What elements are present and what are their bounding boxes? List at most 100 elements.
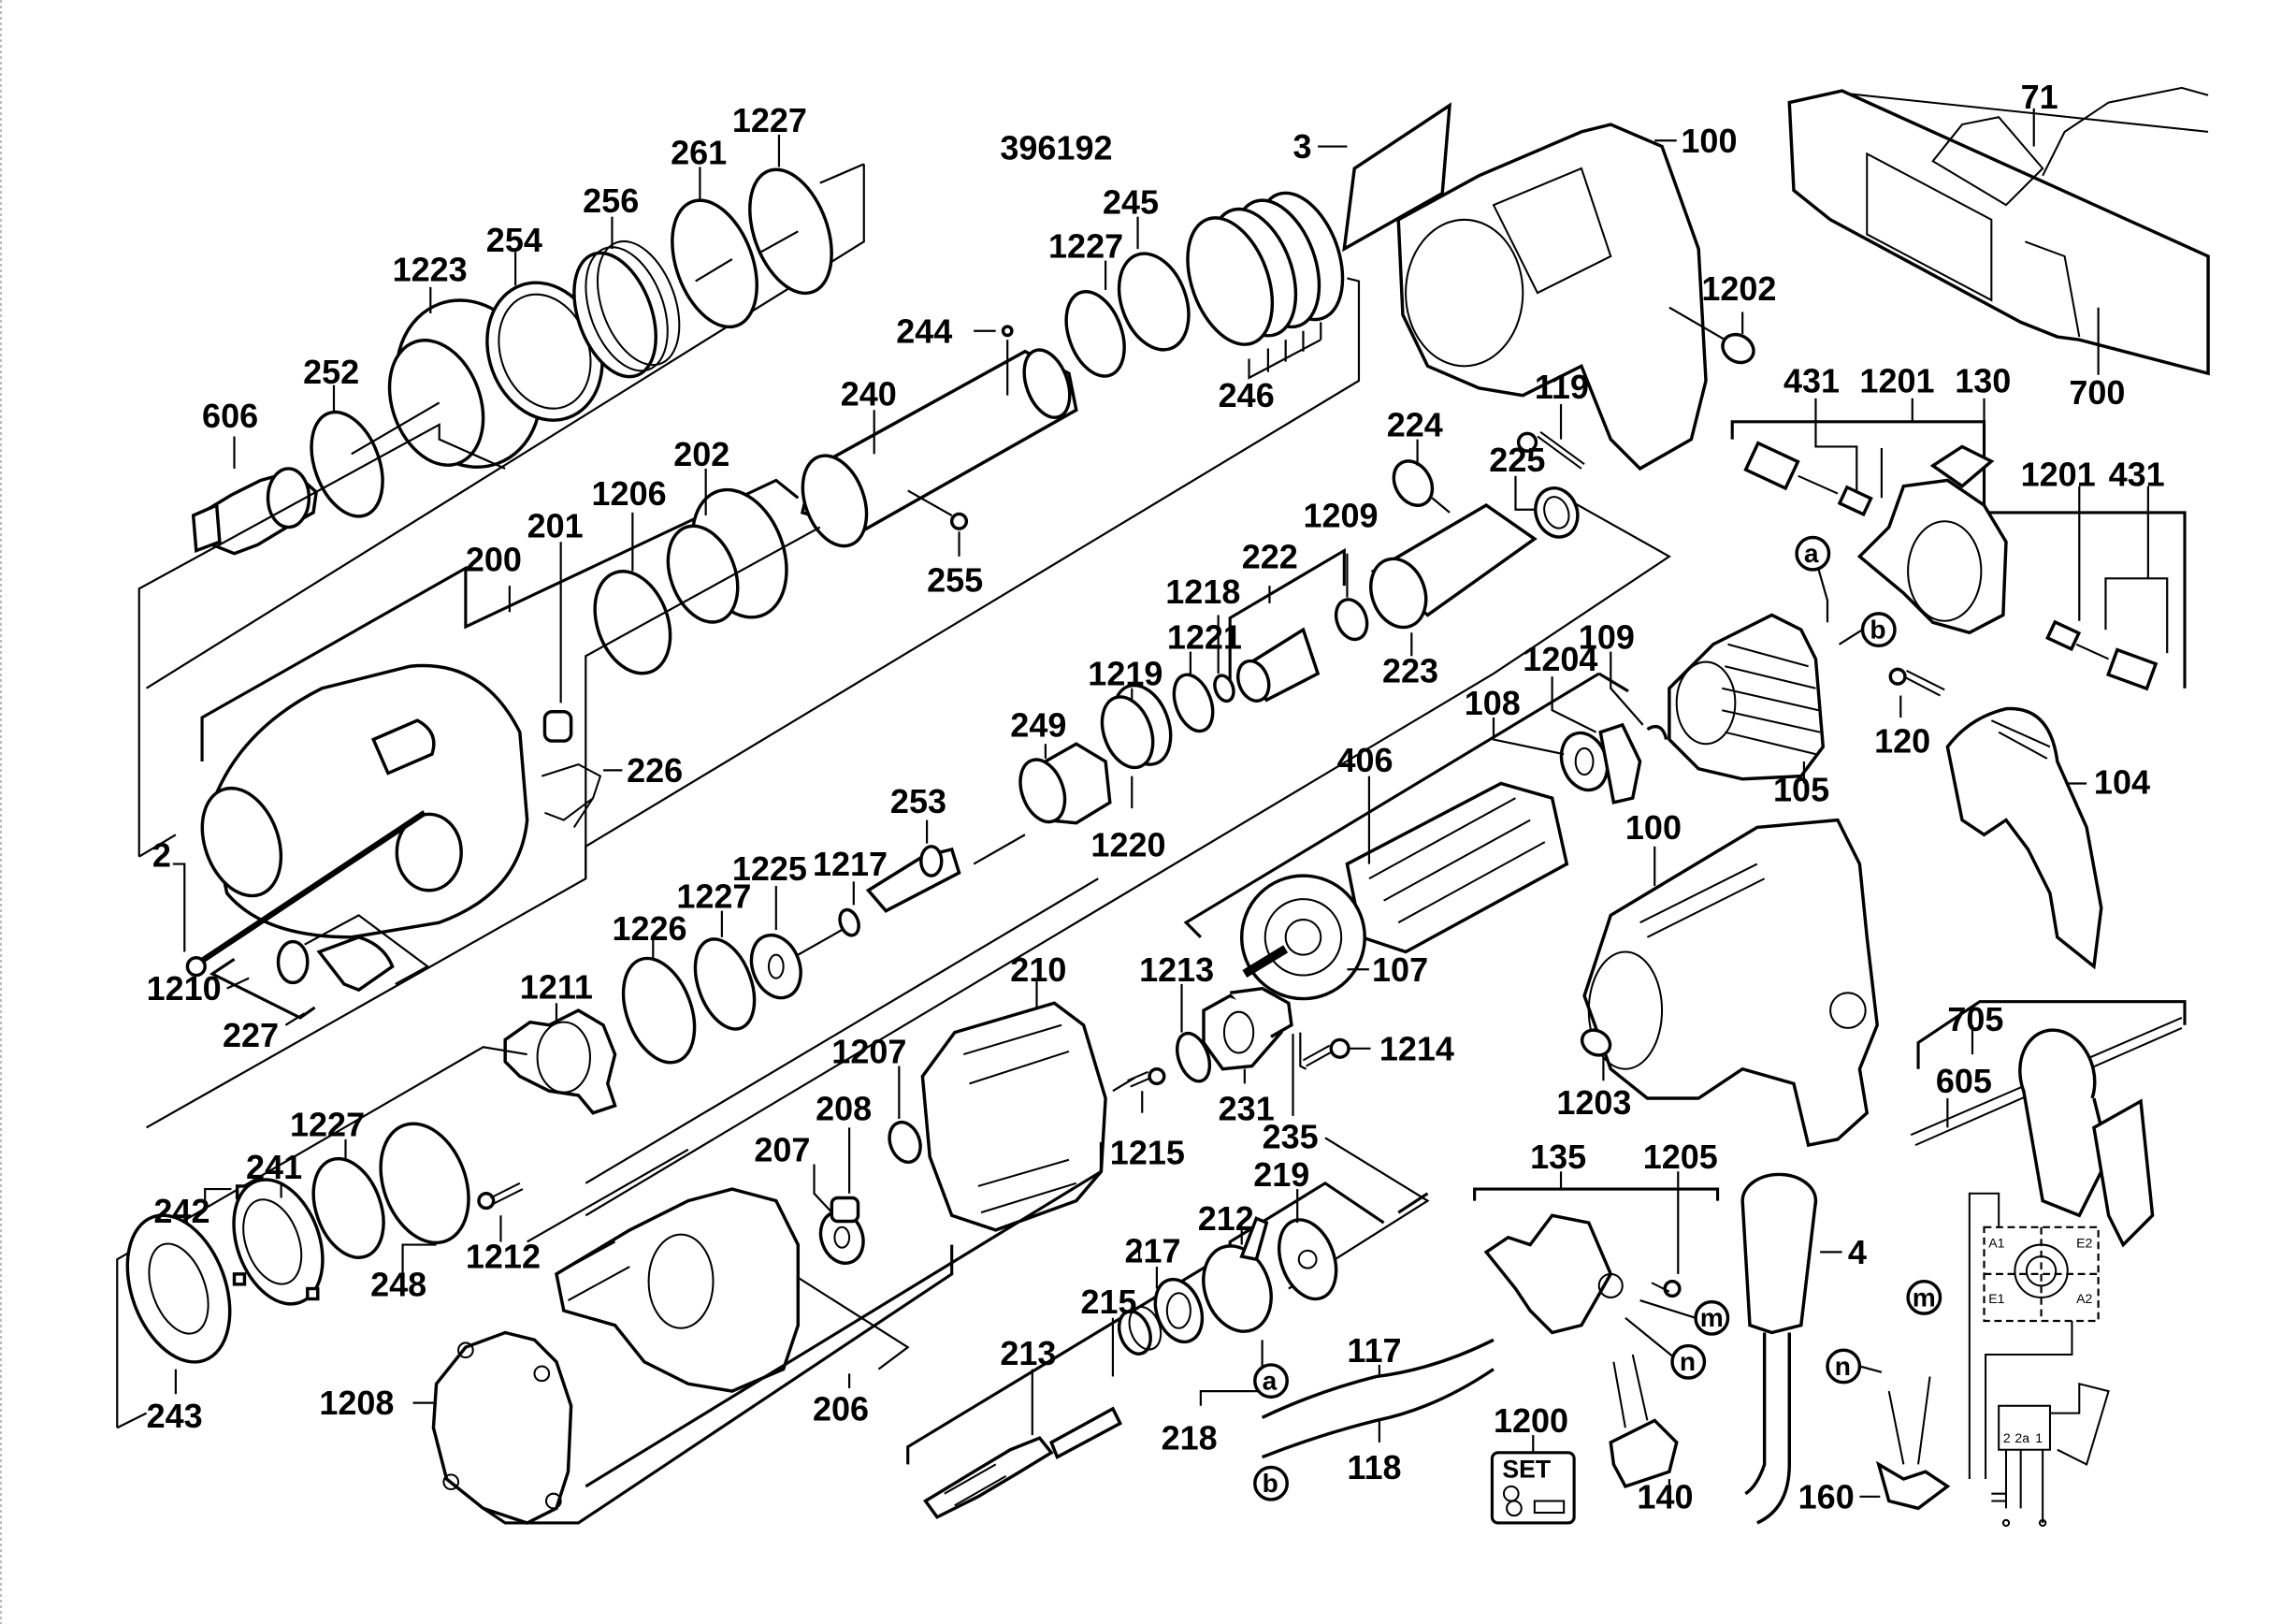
part-117-cable[interactable] (1261, 1338, 1495, 1419)
part-1208-gasket[interactable] (412, 1330, 573, 1525)
part-244-ball[interactable] (974, 325, 1014, 396)
part-1204-bearing-cap[interactable] (1551, 676, 1642, 805)
part-1209-oring[interactable] (1331, 553, 1372, 644)
part-109-circlip[interactable] (1610, 651, 1668, 740)
part-1213-oring[interactable] (1171, 983, 1216, 1086)
part-1215-screw[interactable] (1127, 1067, 1166, 1113)
part-1227-circlip-lower[interactable] (684, 910, 765, 1037)
part-208-needle-bearing[interactable] (830, 1127, 860, 1224)
part-104-handle-cover[interactable] (1945, 706, 2103, 970)
label-1227-top: 1227 (732, 101, 807, 139)
part-1227-circlip-bottom[interactable] (301, 1138, 397, 1268)
part-224-wrist-pin[interactable] (1386, 439, 1451, 514)
part-1225-washer[interactable] (743, 886, 843, 1005)
part-1226-seal[interactable] (610, 939, 707, 1072)
part-1212-screw[interactable] (477, 1182, 524, 1242)
label-1203: 1203 (1556, 1083, 1631, 1122)
label-1218: 1218 (1165, 573, 1240, 611)
label-1204: 1204 (1523, 640, 1597, 678)
part-243-spur-gear[interactable] (108, 1201, 249, 1395)
label-3: 3 (1293, 127, 1312, 166)
part-2-screw[interactable] (172, 810, 426, 978)
label-1227-bottom: 1227 (290, 1106, 365, 1144)
part-1227-circlip-mid[interactable] (1056, 260, 1135, 384)
part-213-shaft[interactable] (923, 1369, 1123, 1519)
label-218: 218 (1162, 1419, 1218, 1457)
part-100-motor-housing-half[interactable] (1396, 123, 1708, 471)
part-240-hammer-tube[interactable] (791, 343, 1078, 555)
motor-group: 406 107 108 1204 109 105 a (1183, 535, 2150, 1001)
part-119-screw[interactable] (1516, 404, 1585, 470)
part-256-spring[interactable] (558, 216, 695, 388)
part-140-capacitor[interactable] (1609, 1354, 1679, 1494)
part-200-gear-housing[interactable] (188, 663, 529, 939)
part-254-sleeve-ring[interactable] (469, 252, 621, 436)
part-1220-spring[interactable] (1093, 689, 1162, 809)
part-222-striker[interactable] (1228, 547, 1346, 705)
part-218-wobble-bearing[interactable] (1192, 1216, 1283, 1406)
part-202-bearing-sleeve[interactable] (656, 468, 803, 631)
part-431-brush-cap-left[interactable] (1743, 421, 1858, 506)
part-253-impact-bolt[interactable] (865, 819, 1026, 913)
label-1223: 1223 (393, 251, 468, 289)
part-120-screw[interactable] (1888, 667, 1945, 718)
part-261-ring[interactable] (657, 167, 773, 338)
part-1206-ring[interactable] (582, 512, 684, 684)
part-1211-flange[interactable] (503, 1003, 617, 1115)
part-219-gear[interactable] (1269, 1189, 1347, 1307)
part-406-armature[interactable] (1239, 776, 1569, 1001)
part-1207-bearing[interactable] (884, 1066, 925, 1167)
part-252-retaining-ring[interactable] (298, 384, 396, 527)
part-201-needle-bearing[interactable] (542, 542, 573, 743)
part-255-ball[interactable] (907, 489, 969, 557)
label-254: 254 (486, 221, 542, 259)
part-206-gear-cover[interactable] (555, 1187, 801, 1393)
wiring-lines (1968, 1192, 2073, 1480)
part-227-selector-knob[interactable] (209, 914, 430, 1020)
part-705-side-handle[interactable] (2010, 1022, 2155, 1248)
part-1202-pin[interactable] (1668, 306, 1759, 369)
part-241-clutch-plate[interactable] (218, 1167, 339, 1316)
label-1205: 1205 (1643, 1138, 1718, 1176)
part-100-drill-body[interactable] (1582, 818, 1879, 1148)
part-130-brush-holder[interactable] (1856, 444, 2008, 635)
part-700-carrying-case[interactable] (1787, 86, 2210, 376)
part-235-flange-plate[interactable] (1229, 986, 1294, 1116)
part-210-fan-guide[interactable] (920, 978, 1135, 1232)
part-225-bushing[interactable] (1514, 475, 1584, 544)
part-118-cable[interactable] (1261, 1368, 1495, 1459)
part-1201-carbon-brush-right[interactable] (2045, 512, 2110, 660)
part-606-chuck-adapter[interactable] (191, 436, 319, 556)
part-4-power-cord[interactable] (1740, 1172, 1842, 1525)
part-245-oring[interactable] (1106, 216, 1201, 360)
part-248-washer[interactable] (365, 1111, 484, 1274)
part-246-washer-set[interactable] (1172, 181, 1359, 380)
part-1221-ring[interactable] (1167, 651, 1220, 737)
part-431-brush-cap-right[interactable] (2104, 512, 2169, 691)
part-1200-set-kit[interactable]: SET (1490, 1435, 1576, 1525)
part-160-cord-sleeve[interactable] (1859, 1376, 1951, 1511)
part-105-stator[interactable] (1668, 613, 1826, 784)
part-207-bearing[interactable] (813, 1164, 870, 1269)
part-215-spring[interactable] (1111, 1302, 1166, 1377)
part-1217-oring[interactable] (836, 881, 861, 937)
part-1227-circlip-top[interactable] (734, 135, 847, 304)
part-249-impact-bolt-guide[interactable] (1012, 742, 1112, 828)
connector-n-switch-label: n (1680, 1346, 1696, 1376)
part-3-label-plate[interactable] (1318, 102, 1452, 253)
part-217-clutch[interactable] (1148, 1267, 1211, 1348)
part-1203-pin[interactable] (1578, 1025, 1615, 1081)
part-135-switch[interactable] (1483, 1213, 1624, 1335)
part-1201-carbon-brush-left[interactable] (1798, 448, 1884, 517)
part-1205-screw[interactable] (1651, 1279, 1682, 1298)
part-1218-oring[interactable] (1211, 615, 1236, 703)
part-223-piston[interactable] (1362, 503, 1538, 657)
connector-a-cable: a (1253, 1363, 1289, 1399)
pin-2a: 2a (2014, 1430, 2029, 1445)
label-104: 104 (2094, 762, 2150, 801)
label-160: 160 (1798, 1477, 1855, 1515)
label-242: 242 (153, 1192, 209, 1230)
part-226-wire-clip[interactable] (541, 763, 623, 828)
part-108-ball-bearing[interactable] (1492, 718, 1615, 796)
part-1214-screw[interactable] (1299, 1032, 1371, 1070)
